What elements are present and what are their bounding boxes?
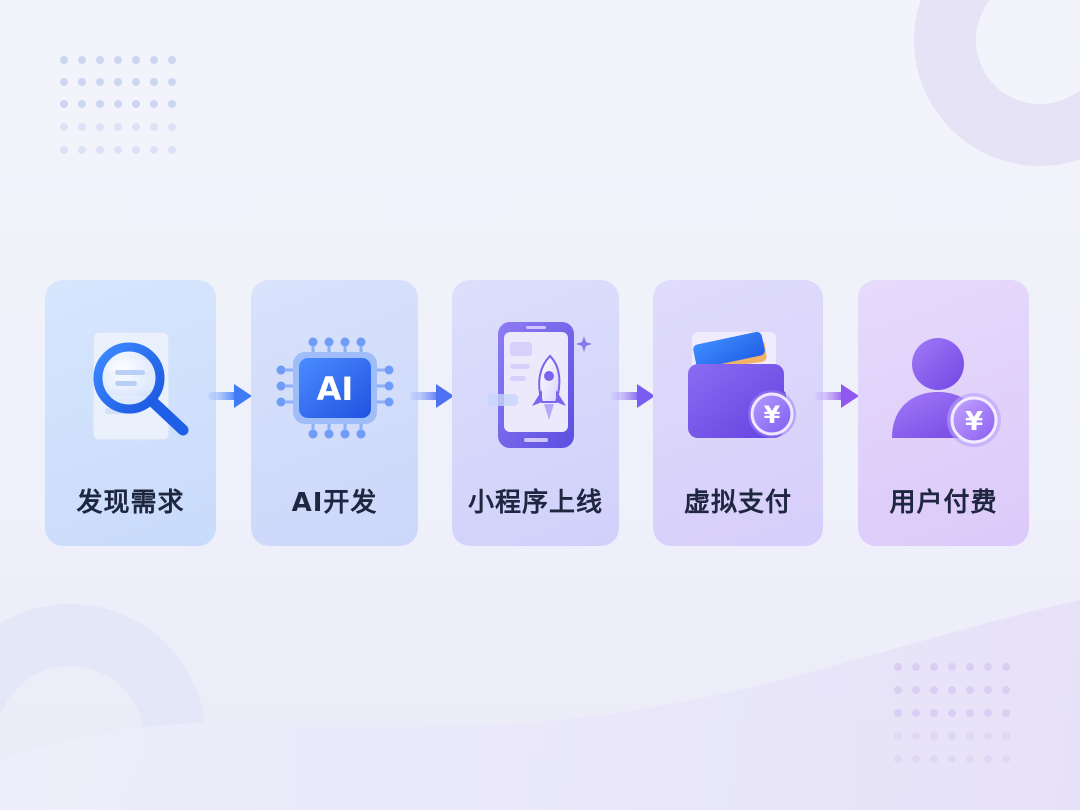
step-card-user-payment: ¥ 用户付费 [858,280,1029,546]
dot-grid-top-left [60,56,176,154]
step-label: AI开发 [291,488,378,518]
ai-chip-icon: AI [276,337,393,439]
step-label: 用户付费 [889,488,998,518]
arrow-right-icon [815,384,859,408]
step-card-discover-needs: 发现需求 [45,280,216,546]
phone-rocket-icon [487,322,592,448]
user-coin-icon: ¥ [891,338,1001,447]
arrow-right-icon [611,384,655,408]
step-label: 虚拟支付 [683,488,792,518]
coin-text: ¥ [764,401,781,429]
dot-grid-bottom-right [894,663,1010,763]
arrow-right-icon [410,384,454,408]
step-card-miniprogram-launch: 小程序上线 [452,280,619,546]
step-card-ai-development: AI AI开发 [251,280,418,546]
magnifier-document-icon [91,331,188,441]
step-card-virtual-payment: ¥ 虚拟支付 [653,280,823,546]
arrow-right-icon [208,384,252,408]
chip-text: AI [316,370,353,408]
step-label: 发现需求 [76,488,185,518]
coin-text: ¥ [964,407,982,437]
wallet-yuan-icon: ¥ [688,331,796,438]
step-label: 小程序上线 [467,488,603,518]
